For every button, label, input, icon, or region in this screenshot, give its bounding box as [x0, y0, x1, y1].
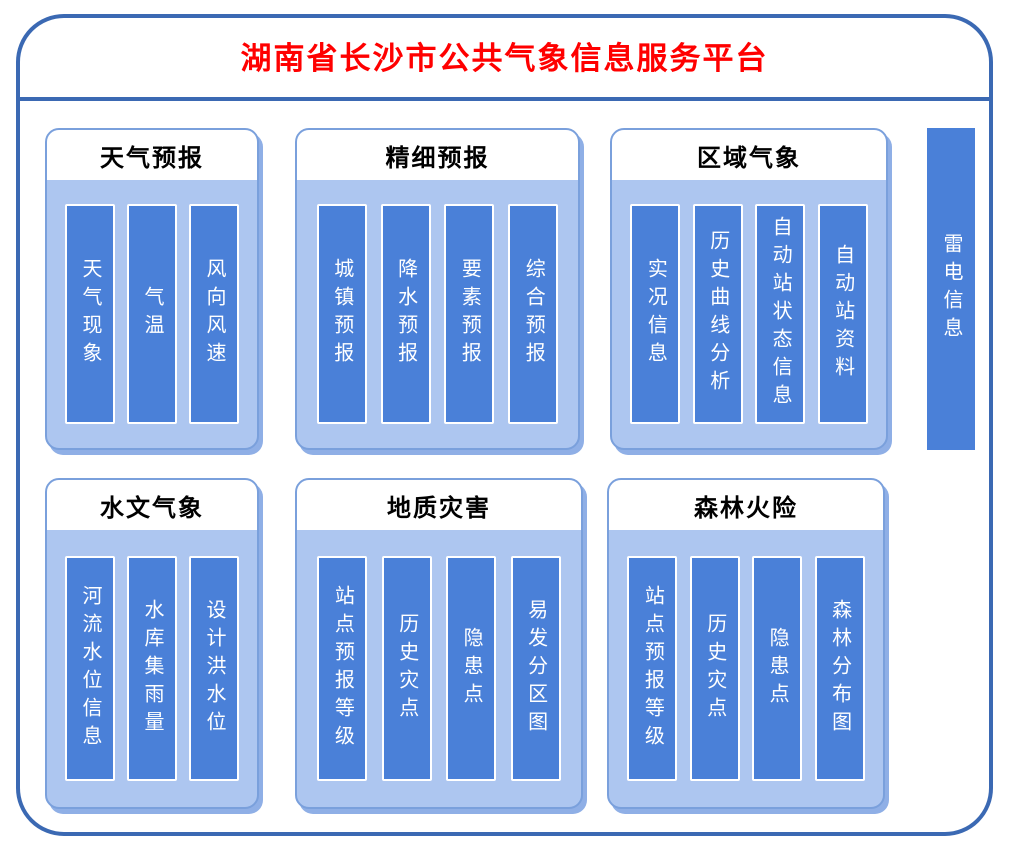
panel-header: 地质灾害	[297, 480, 581, 530]
panel-header: 精细预报	[297, 130, 578, 180]
panel-hydrological-meteorology: 水文气象 河流水位信息 水库集雨量 设计洪水位	[45, 478, 259, 809]
diagram-node: 要素预报	[444, 204, 495, 424]
node-label: 要素预报	[458, 258, 481, 370]
node-label: 综合预报	[522, 258, 545, 370]
diagram-node: 风向风速	[189, 204, 239, 424]
node-label: 自动站状态信息	[769, 216, 792, 412]
diagram-node: 天气现象	[65, 204, 115, 424]
diagram-node: 实况信息	[630, 204, 681, 424]
panel-header: 水文气象	[47, 480, 257, 530]
diagram-node: 气温	[127, 204, 177, 424]
diagram-node: 历史曲线分析	[692, 204, 743, 424]
node-label: 自动站资料	[831, 244, 854, 384]
node-label: 雷电信息	[940, 233, 962, 345]
diagram-node: 自动站资料	[817, 204, 868, 424]
diagram-node: 隐患点	[446, 556, 497, 781]
node-label: 河流水位信息	[79, 584, 101, 753]
node-label: 天气现象	[79, 258, 101, 370]
panel-forest-fire-risk: 森林火险 站点预报等级 历史灾点 隐患点 森林分布图	[607, 478, 885, 809]
diagram-node: 隐患点	[752, 556, 803, 781]
diagram-node: 站点预报等级	[627, 556, 678, 781]
panel-geological-disaster: 地质灾害 站点预报等级 历史灾点 隐患点 易发分区图	[295, 478, 583, 809]
node-label: 历史曲线分析	[706, 230, 729, 398]
node-label: 森林分布图	[828, 598, 851, 739]
panel-fine-forecast: 精细预报 城镇预报 降水预报 要素预报 综合预报	[295, 128, 580, 450]
panel-body: 实况信息 历史曲线分析 自动站状态信息 自动站资料	[612, 180, 886, 448]
panel-body: 天气现象 气温 风向风速	[47, 180, 257, 448]
page-title: 湖南省长沙市公共气象信息服务平台	[240, 41, 769, 76]
panel-header: 天气预报	[47, 130, 257, 180]
panel-weather-forecast: 天气预报 天气现象 气温 风向风速	[45, 128, 259, 450]
diagram-node: 河流水位信息	[65, 556, 115, 781]
node-label: 设计洪水位	[203, 598, 225, 739]
diagram-node: 降水预报	[380, 204, 431, 424]
node-label: 降水预报	[394, 258, 417, 370]
diagram-node: 水库集雨量	[127, 556, 177, 781]
panel-lightning-info: 雷电信息	[927, 128, 975, 450]
node-label: 实况信息	[644, 258, 667, 370]
title-bar: 湖南省长沙市公共气象信息服务平台	[16, 14, 993, 101]
node-label: 隐患点	[766, 626, 789, 711]
node-label: 站点预报等级	[641, 584, 664, 753]
panel-body: 站点预报等级 历史灾点 隐患点 森林分布图	[609, 530, 883, 807]
node-label: 历史灾点	[703, 612, 726, 725]
diagram-node: 森林分布图	[814, 556, 865, 781]
panel-regional-meteorology: 区域气象 实况信息 历史曲线分析 自动站状态信息 自动站资料	[610, 128, 888, 450]
panel-body: 河流水位信息 水库集雨量 设计洪水位	[47, 530, 257, 807]
node-label: 易发分区图	[524, 598, 547, 739]
panel-header: 区域气象	[612, 130, 886, 180]
diagram-node: 易发分区图	[510, 556, 561, 781]
node-label: 风向风速	[203, 258, 225, 370]
node-label: 隐患点	[460, 626, 483, 711]
diagram-node: 自动站状态信息	[755, 204, 806, 424]
panel-body: 站点预报等级 历史灾点 隐患点 易发分区图	[297, 530, 581, 807]
node-label: 水库集雨量	[141, 598, 163, 739]
diagram-node: 历史灾点	[689, 556, 740, 781]
diagram-node: 设计洪水位	[189, 556, 239, 781]
node-label: 气温	[141, 286, 163, 342]
diagram-node: 历史灾点	[381, 556, 432, 781]
node-label: 历史灾点	[395, 612, 418, 725]
node-label: 站点预报等级	[331, 584, 354, 753]
diagram-node: 城镇预报	[316, 204, 367, 424]
node-label: 城镇预报	[330, 258, 353, 370]
diagram-node: 站点预报等级	[317, 556, 368, 781]
panel-header: 森林火险	[609, 480, 883, 530]
diagram-node: 综合预报	[508, 204, 559, 424]
panel-body: 城镇预报 降水预报 要素预报 综合预报	[297, 180, 578, 448]
